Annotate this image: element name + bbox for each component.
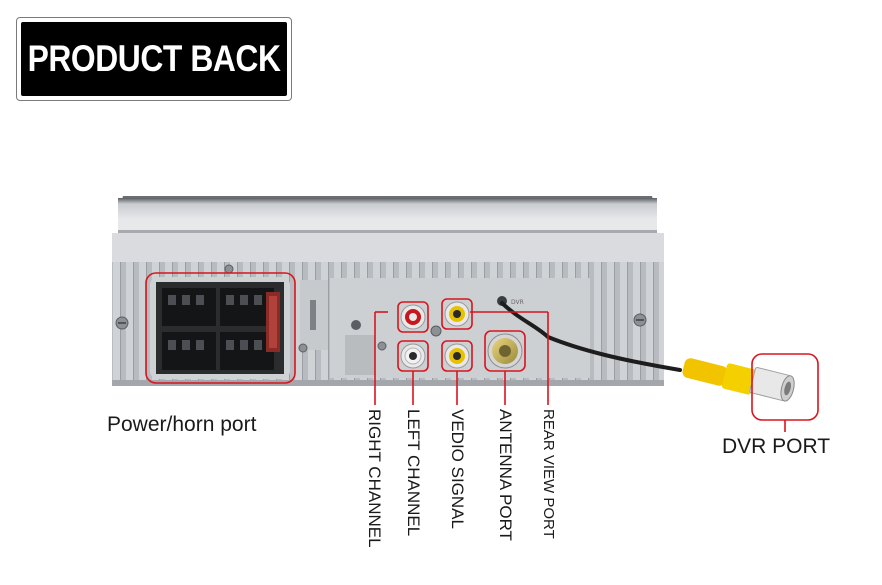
rca-jack-right-channel — [400, 304, 426, 330]
rca-jack-video-top — [444, 301, 470, 327]
iso-power-connector — [150, 277, 290, 379]
mounting-screw-left — [115, 316, 129, 330]
label-left-channel: LEFT CHANNEL — [404, 409, 423, 537]
label-antenna-port: ANTENNA PORT — [496, 409, 515, 541]
mounting-screw-right — [633, 313, 647, 327]
chassis-top-plate — [118, 196, 657, 233]
rca-jack-video-bottom — [444, 343, 470, 369]
label-power-horn-port: Power/horn port — [107, 413, 257, 436]
product-back-title-badge: PRODUCT BACK — [16, 17, 292, 101]
rca-jack-left-channel — [400, 343, 426, 369]
page-title: PRODUCT BACK — [27, 38, 281, 79]
highlight-boxes — [145, 272, 819, 432]
highlight-video-signal — [441, 298, 473, 330]
label-right-channel: RIGHT CHANNEL — [365, 409, 384, 548]
title-badge-fill: PRODUCT BACK — [21, 22, 287, 96]
label-dvr-port: DVR PORT — [722, 435, 831, 458]
svg-text:DVR: DVR — [511, 299, 524, 306]
screw-small — [224, 264, 442, 353]
label-rear-view-port: REAR VIEW PORT — [540, 409, 557, 539]
antenna-jack — [487, 333, 523, 369]
highlight-right-channel — [397, 301, 429, 333]
dvr-cable — [500, 301, 795, 402]
label-video-signal: VEDIO SIGNAL — [448, 409, 467, 529]
highlight-power-horn-port — [145, 272, 296, 384]
